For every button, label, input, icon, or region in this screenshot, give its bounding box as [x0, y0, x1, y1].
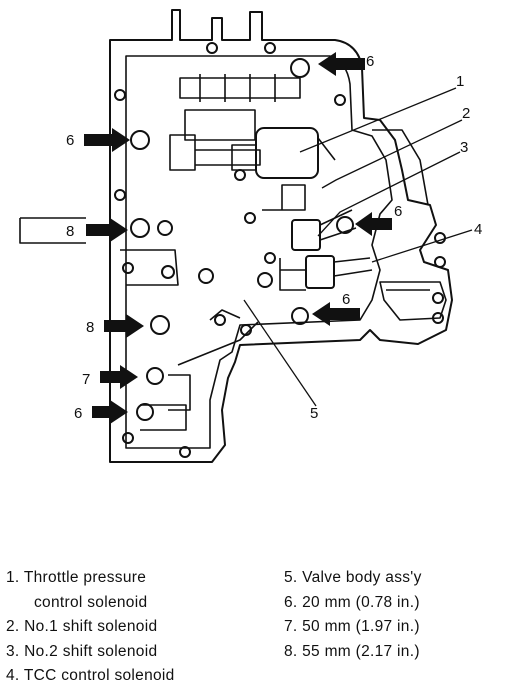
top-valve-spool: [179, 74, 301, 102]
port: [257, 272, 273, 288]
legend-text: Throttle pressure: [23, 569, 147, 586]
port: [146, 367, 164, 385]
valve-body-diagram: 1 2 3 4 5 6 6 6 6 6 7 8 8: [19, 9, 482, 463]
legend-num: 3.: [6, 642, 20, 660]
callout-6-mid: 6: [394, 203, 402, 220]
legend-text: TCC control solenoid: [23, 667, 175, 684]
leader-1: [299, 87, 457, 153]
port: [290, 58, 310, 78]
bolt-hole: [122, 432, 134, 444]
arrow-right-7: [100, 365, 138, 389]
bolt-hole: [206, 42, 218, 54]
callout-6-left: 6: [66, 132, 74, 149]
legend-item-5: 5. Valve body ass'y: [284, 566, 422, 591]
callout-7: 7: [82, 371, 90, 388]
leader-2: [321, 119, 463, 189]
legend-num: 4.: [6, 667, 20, 684]
callout-3: 3: [460, 139, 468, 156]
port: [336, 216, 354, 234]
legend-right: 5. Valve body ass'y 6. 20 mm (0.78 in.) …: [284, 566, 422, 664]
arrow-right-8-low: [104, 314, 144, 338]
bolt-hole: [214, 314, 226, 326]
port: [291, 307, 309, 325]
bolt-hole: [264, 252, 276, 264]
solenoid-2-bracket: [262, 184, 357, 241]
legend-text: 20 mm (0.78 in.): [302, 593, 420, 611]
legend-item-7: 7. 50 mm (1.97 in.): [284, 615, 422, 640]
legend-num: 7.: [284, 618, 298, 635]
callout-5: 5: [310, 405, 318, 422]
port: [161, 265, 175, 279]
lower-channels: [120, 249, 259, 431]
arrow-left-6-top: [318, 52, 365, 76]
legend-item-6: 6. 20 mm (0.78 in.): [284, 591, 422, 616]
legend-item-1: 1. Throttle pressure: [6, 566, 175, 591]
port: [198, 268, 214, 284]
port: [130, 130, 150, 150]
bolt-hole: [234, 169, 246, 181]
legend-text: No.2 shift solenoid: [24, 642, 158, 660]
solenoid-1-body: [231, 137, 336, 171]
legend-item-1-cont: control solenoid: [6, 591, 175, 616]
port: [136, 403, 154, 421]
leader-3: [317, 151, 461, 237]
arrow-right-6-left: [84, 128, 130, 152]
bolt-hole: [432, 312, 444, 324]
arrow-right-6-bottom: [92, 400, 128, 424]
legend-item-8: 8. 55 mm (2.17 in.): [284, 640, 422, 665]
legend-item-2: 2. No.1 shift solenoid: [6, 615, 175, 640]
shift-solenoid-1: [291, 219, 321, 251]
legend-num: 1.: [6, 569, 20, 586]
legend-text: control solenoid: [34, 593, 148, 611]
callout-8-low: 8: [86, 319, 94, 336]
arrow-right-8-mid: [86, 218, 128, 242]
callout-6-low: 6: [342, 291, 350, 308]
shift-solenoid-2: [305, 255, 335, 289]
port: [130, 218, 150, 238]
callout-4: 4: [474, 221, 482, 238]
callout-6-top: 6: [366, 53, 374, 70]
bolt-hole: [179, 446, 191, 458]
legend-item-3: 3. No.2 shift solenoid: [6, 640, 175, 665]
reference-bar: [19, 217, 86, 244]
legend-num: 5.: [284, 569, 298, 586]
bolt-hole: [432, 292, 444, 304]
port: [157, 220, 173, 236]
legend-text: Valve body ass'y: [302, 569, 422, 586]
inner-plate-outline: [125, 55, 393, 449]
port: [244, 212, 256, 224]
leader-5: [243, 299, 317, 407]
legend-text: 50 mm (1.97 in.): [302, 618, 420, 635]
legend-left: 1. Throttle pressure control solenoid 2.…: [6, 566, 175, 689]
bolt-hole: [114, 89, 126, 101]
bolt-hole: [264, 42, 276, 54]
solenoid-3-wire: [279, 257, 373, 291]
arrow-left-6-low: [312, 302, 360, 326]
callout-6-bottom: 6: [74, 405, 82, 422]
port: [150, 315, 170, 335]
leader-4: [371, 229, 473, 263]
bolt-hole: [122, 262, 134, 274]
legend-num: 2.: [6, 618, 20, 635]
bolt-hole: [434, 256, 446, 268]
callout-2: 2: [462, 105, 470, 122]
bolt-hole: [240, 324, 252, 336]
throttle-solenoid: [255, 127, 319, 179]
legend-num: 6.: [284, 593, 298, 611]
legend-num: 8.: [284, 642, 298, 660]
bolt-hole: [114, 189, 126, 201]
arrow-left-6-mid: [355, 212, 392, 236]
upper-spool-body: [169, 109, 261, 171]
legend-item-4: 4. TCC control solenoid: [6, 664, 175, 689]
callout-1: 1: [456, 73, 464, 90]
valve-body-outline: [109, 9, 453, 463]
callout-8-mid: 8: [66, 223, 74, 240]
legend-text: No.1 shift solenoid: [24, 618, 158, 635]
legend-text: 55 mm (2.17 in.): [302, 642, 420, 660]
bolt-hole: [334, 94, 346, 106]
